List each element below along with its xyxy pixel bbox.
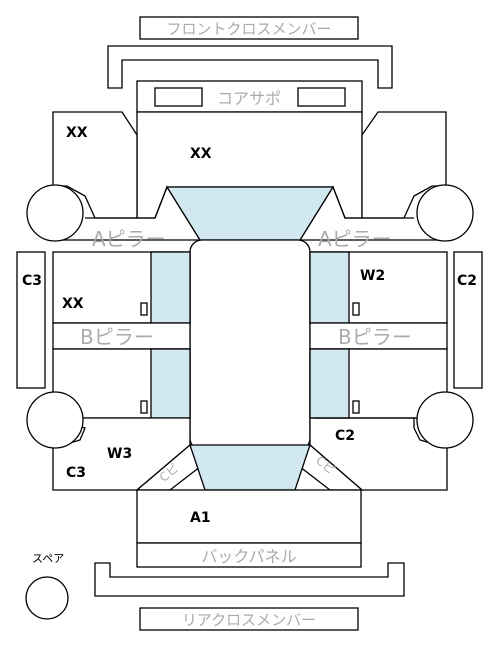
b-pillar-left[interactable] [52, 322, 191, 350]
rear-window-right[interactable] [309, 348, 350, 419]
back-panel[interactable] [136, 542, 362, 568]
front-window-right[interactable] [309, 251, 350, 324]
trunk[interactable] [136, 489, 362, 544]
roof[interactable] [189, 239, 311, 451]
quarter-left-lower-code: C3 [66, 465, 86, 481]
hood-code: XX [190, 146, 212, 162]
b-pillar-right[interactable] [309, 322, 448, 350]
rear-window[interactable] [189, 444, 311, 491]
fender-left-code: XX [66, 125, 88, 141]
quarter-right-code: C2 [335, 428, 355, 444]
rear-window-left[interactable] [150, 348, 191, 419]
step-right-code: C2 [457, 273, 477, 289]
step-right[interactable] [453, 251, 483, 389]
front-door-left-code: XX [62, 296, 84, 312]
tire-front-right[interactable] [416, 184, 474, 242]
front-cross-member-box[interactable] [139, 16, 359, 40]
spare-label: スペア [32, 552, 64, 565]
headlight-right[interactable] [297, 87, 346, 107]
core-support-label: コアサポ [217, 89, 281, 108]
quarter-left[interactable] [52, 417, 191, 491]
step-left[interactable] [16, 251, 46, 389]
tire-front-left[interactable] [26, 184, 84, 242]
rear-cross-member-label: リアクロスメンバー [182, 611, 316, 629]
trunk-code: A1 [190, 510, 211, 526]
front-bumper[interactable] [107, 45, 393, 89]
quarter-left-code: W3 [107, 446, 132, 462]
handle-rear-right[interactable] [352, 400, 360, 414]
windshield[interactable] [165, 186, 335, 241]
front-window-left[interactable] [150, 251, 191, 324]
rear-bumper[interactable] [94, 562, 405, 597]
headlight-left[interactable] [154, 87, 203, 107]
tire-rear-left[interactable] [26, 391, 84, 449]
handle-front-right[interactable] [352, 302, 360, 316]
front-door-right-code: W2 [360, 268, 385, 284]
fender-right[interactable] [361, 111, 447, 219]
a-pillar-right-label: Aピラー [318, 227, 392, 251]
handle-front-left[interactable] [140, 302, 148, 316]
rear-cross-member-box[interactable] [139, 607, 359, 631]
front-cross-member-label: フロントクロスメンバー [166, 20, 331, 38]
back-panel-label: バックパネル [201, 547, 296, 566]
b-pillar-left-label: Bピラー [80, 325, 154, 349]
b-pillar-right-label: Bピラー [338, 325, 412, 349]
a-pillar-left-label: Aピラー [92, 227, 166, 251]
step-left-code: C3 [22, 273, 42, 289]
handle-rear-left[interactable] [140, 400, 148, 414]
spare-tire[interactable] [25, 576, 69, 620]
tire-rear-right[interactable] [416, 391, 474, 449]
